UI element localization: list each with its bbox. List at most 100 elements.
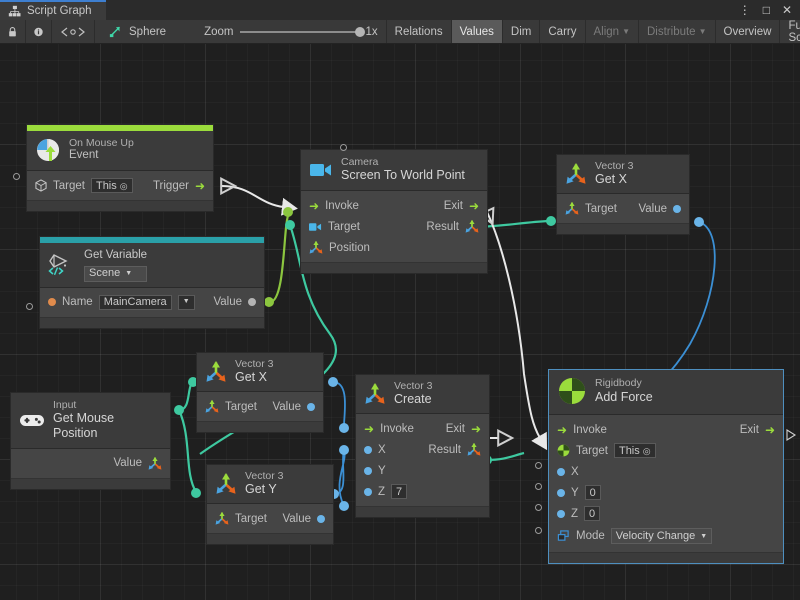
maximize-icon[interactable]: □ — [763, 4, 770, 16]
input-port-target[interactable]: Target This ◎ — [35, 178, 133, 193]
external-input-dot[interactable] — [535, 462, 542, 469]
output-port-value[interactable]: Value — [282, 513, 325, 525]
values-button[interactable]: Values — [452, 20, 503, 43]
external-input-dot[interactable] — [26, 303, 33, 310]
target-value-field[interactable]: This ◎ — [614, 443, 656, 458]
edge-endpoint — [694, 217, 704, 227]
info-button[interactable] — [26, 20, 52, 43]
output-port-exit[interactable]: Exit ➜ — [446, 423, 481, 435]
relations-button[interactable]: Relations — [387, 20, 452, 43]
distribute-dropdown[interactable]: Distribute ▼ — [639, 20, 716, 43]
node-subtitle: Camera — [341, 156, 465, 168]
create-external-dot[interactable] — [340, 144, 347, 151]
output-port-trigger[interactable]: Trigger ➜ — [153, 180, 205, 192]
input-port-target[interactable]: Target This ◎ — [557, 443, 656, 458]
external-input-dot[interactable] — [535, 527, 542, 534]
node-vector3-gety[interactable]: Vector 3 Get Y — [206, 464, 334, 545]
output-port-exit[interactable]: Exit ➜ — [740, 424, 775, 436]
carry-button[interactable]: Carry — [540, 20, 585, 43]
input-port-mode[interactable]: Mode Velocity Change ▼ — [557, 528, 712, 544]
input-port-y[interactable]: Y — [364, 465, 386, 477]
input-port-z[interactable]: Z 7 — [364, 484, 407, 499]
node-get-mouse-position[interactable]: Input Get Mouse Position Value — [10, 392, 171, 490]
node-subtitle: Input — [53, 399, 162, 411]
node-vector3-getx-mid[interactable]: Vector 3 Get X — [196, 352, 324, 433]
port-label-value: Value — [272, 401, 301, 413]
lock-button[interactable] — [0, 20, 26, 43]
input-port-invoke[interactable]: ➜ Invoke — [309, 200, 359, 212]
dim-button[interactable]: Dim — [503, 20, 540, 43]
edge-variable-to-camera-target — [270, 214, 289, 302]
node-get-variable[interactable]: Get Variable Scene ▼ Name MainCamera — [39, 236, 265, 329]
input-port-y[interactable]: Y 0 — [557, 485, 601, 500]
input-port-position[interactable]: Position — [309, 241, 370, 254]
zoom-group[interactable]: Zoom 1x — [174, 20, 387, 43]
zoom-slider[interactable] — [240, 31, 360, 33]
output-port-value[interactable]: Value — [113, 457, 162, 470]
node-title-block: Camera Screen To World Point — [341, 156, 465, 183]
graph-object-group[interactable]: Sphere — [95, 20, 174, 43]
variable-name-value: MainCamera — [104, 295, 167, 309]
output-port-value[interactable]: Value — [272, 401, 315, 413]
tab-script-graph[interactable]: Script Graph — [0, 0, 106, 20]
input-port-target[interactable]: Target — [309, 221, 360, 233]
node-subtitle: Vector 3 — [245, 470, 284, 482]
graph-canvas[interactable]: On Mouse Up Event Target This ◎ — [0, 44, 800, 600]
fullscreen-button[interactable]: Full Screen — [780, 20, 800, 43]
close-icon[interactable]: ✕ — [782, 4, 792, 16]
input-port-invoke[interactable]: ➜ Invoke — [364, 423, 414, 435]
node-on-mouse-up[interactable]: On Mouse Up Event Target This ◎ — [26, 124, 214, 212]
force-mode-dropdown[interactable]: Velocity Change ▼ — [611, 528, 712, 544]
target-value-field[interactable]: This ◎ — [91, 178, 133, 193]
node-screen-to-world-point[interactable]: Camera Screen To World Point ➜ Invoke Ex… — [300, 149, 488, 274]
output-port-result[interactable]: Result — [428, 443, 481, 456]
input-port-x[interactable]: X — [364, 444, 386, 456]
node-vector3-create[interactable]: Vector 3 Create ➜ Invoke Exit ➜ — [355, 374, 490, 518]
input-port-x[interactable]: X — [557, 466, 579, 478]
graph-object-name: Sphere — [129, 26, 166, 38]
float-pin-icon — [364, 488, 372, 496]
code-view-button[interactable] — [52, 20, 95, 43]
input-port-target[interactable]: Target — [215, 512, 267, 525]
node-title: Get Mouse Position — [53, 411, 162, 441]
zoom-slider-knob[interactable] — [355, 27, 365, 37]
align-dropdown[interactable]: Align ▼ — [586, 20, 640, 43]
edge-mouse-to-gety — [179, 410, 196, 492]
node-vector3-getx-top[interactable]: Vector 3 Get X — [556, 154, 690, 235]
output-port-value[interactable]: Value — [638, 203, 681, 215]
input-port-target[interactable]: Target — [205, 400, 257, 413]
float-pin-icon — [557, 468, 565, 476]
node-header: Input Get Mouse Position — [11, 393, 170, 449]
output-port-value[interactable]: Value — [213, 296, 256, 308]
z-value-field[interactable]: 7 — [391, 484, 407, 499]
port-row-target-value: Target Value — [557, 198, 689, 219]
output-port-exit[interactable]: Exit ➜ — [444, 200, 479, 212]
node-body: Target Value — [557, 194, 689, 223]
addforce-exit-arrow-icon — [786, 429, 798, 441]
input-port-invoke[interactable]: ➜ Invoke — [557, 424, 607, 436]
node-title-block: Vector 3 Create — [394, 380, 433, 407]
node-title-block: Vector 3 Get X — [235, 358, 274, 385]
edge-gety-to-create-y — [334, 450, 345, 506]
target-picker-icon[interactable]: ◎ — [120, 179, 128, 193]
node-header: Get Variable Scene ▼ — [40, 243, 264, 288]
z-value-field[interactable]: 0 — [584, 506, 600, 521]
node-body: ➜ Invoke Exit ➜ Tar — [549, 415, 783, 552]
vector3-pin-icon — [309, 241, 323, 254]
variable-name-field[interactable]: MainCamera — [99, 295, 172, 310]
flow-arrow-icon: ➜ — [471, 423, 481, 435]
variable-scope-dropdown[interactable]: Scene ▼ — [84, 266, 147, 282]
y-value-field[interactable]: 0 — [585, 485, 601, 500]
target-picker-icon[interactable]: ◎ — [643, 444, 651, 458]
input-port-target[interactable]: Target — [565, 202, 617, 215]
kebab-menu-icon[interactable]: ⋮ — [739, 4, 751, 16]
external-input-dot[interactable] — [13, 173, 20, 180]
output-port-result[interactable]: Result — [426, 220, 479, 233]
node-add-force[interactable]: Rigidbody Add Force ➜ Invoke Exit ➜ — [548, 369, 784, 564]
input-port-z[interactable]: Z 0 — [557, 506, 600, 521]
external-input-dot[interactable] — [535, 504, 542, 511]
variable-name-dropdown[interactable]: ▼ — [178, 295, 195, 310]
input-port-name[interactable]: Name MainCamera ▼ — [48, 295, 195, 310]
overview-button[interactable]: Overview — [716, 20, 781, 43]
external-input-dot[interactable] — [535, 483, 542, 490]
